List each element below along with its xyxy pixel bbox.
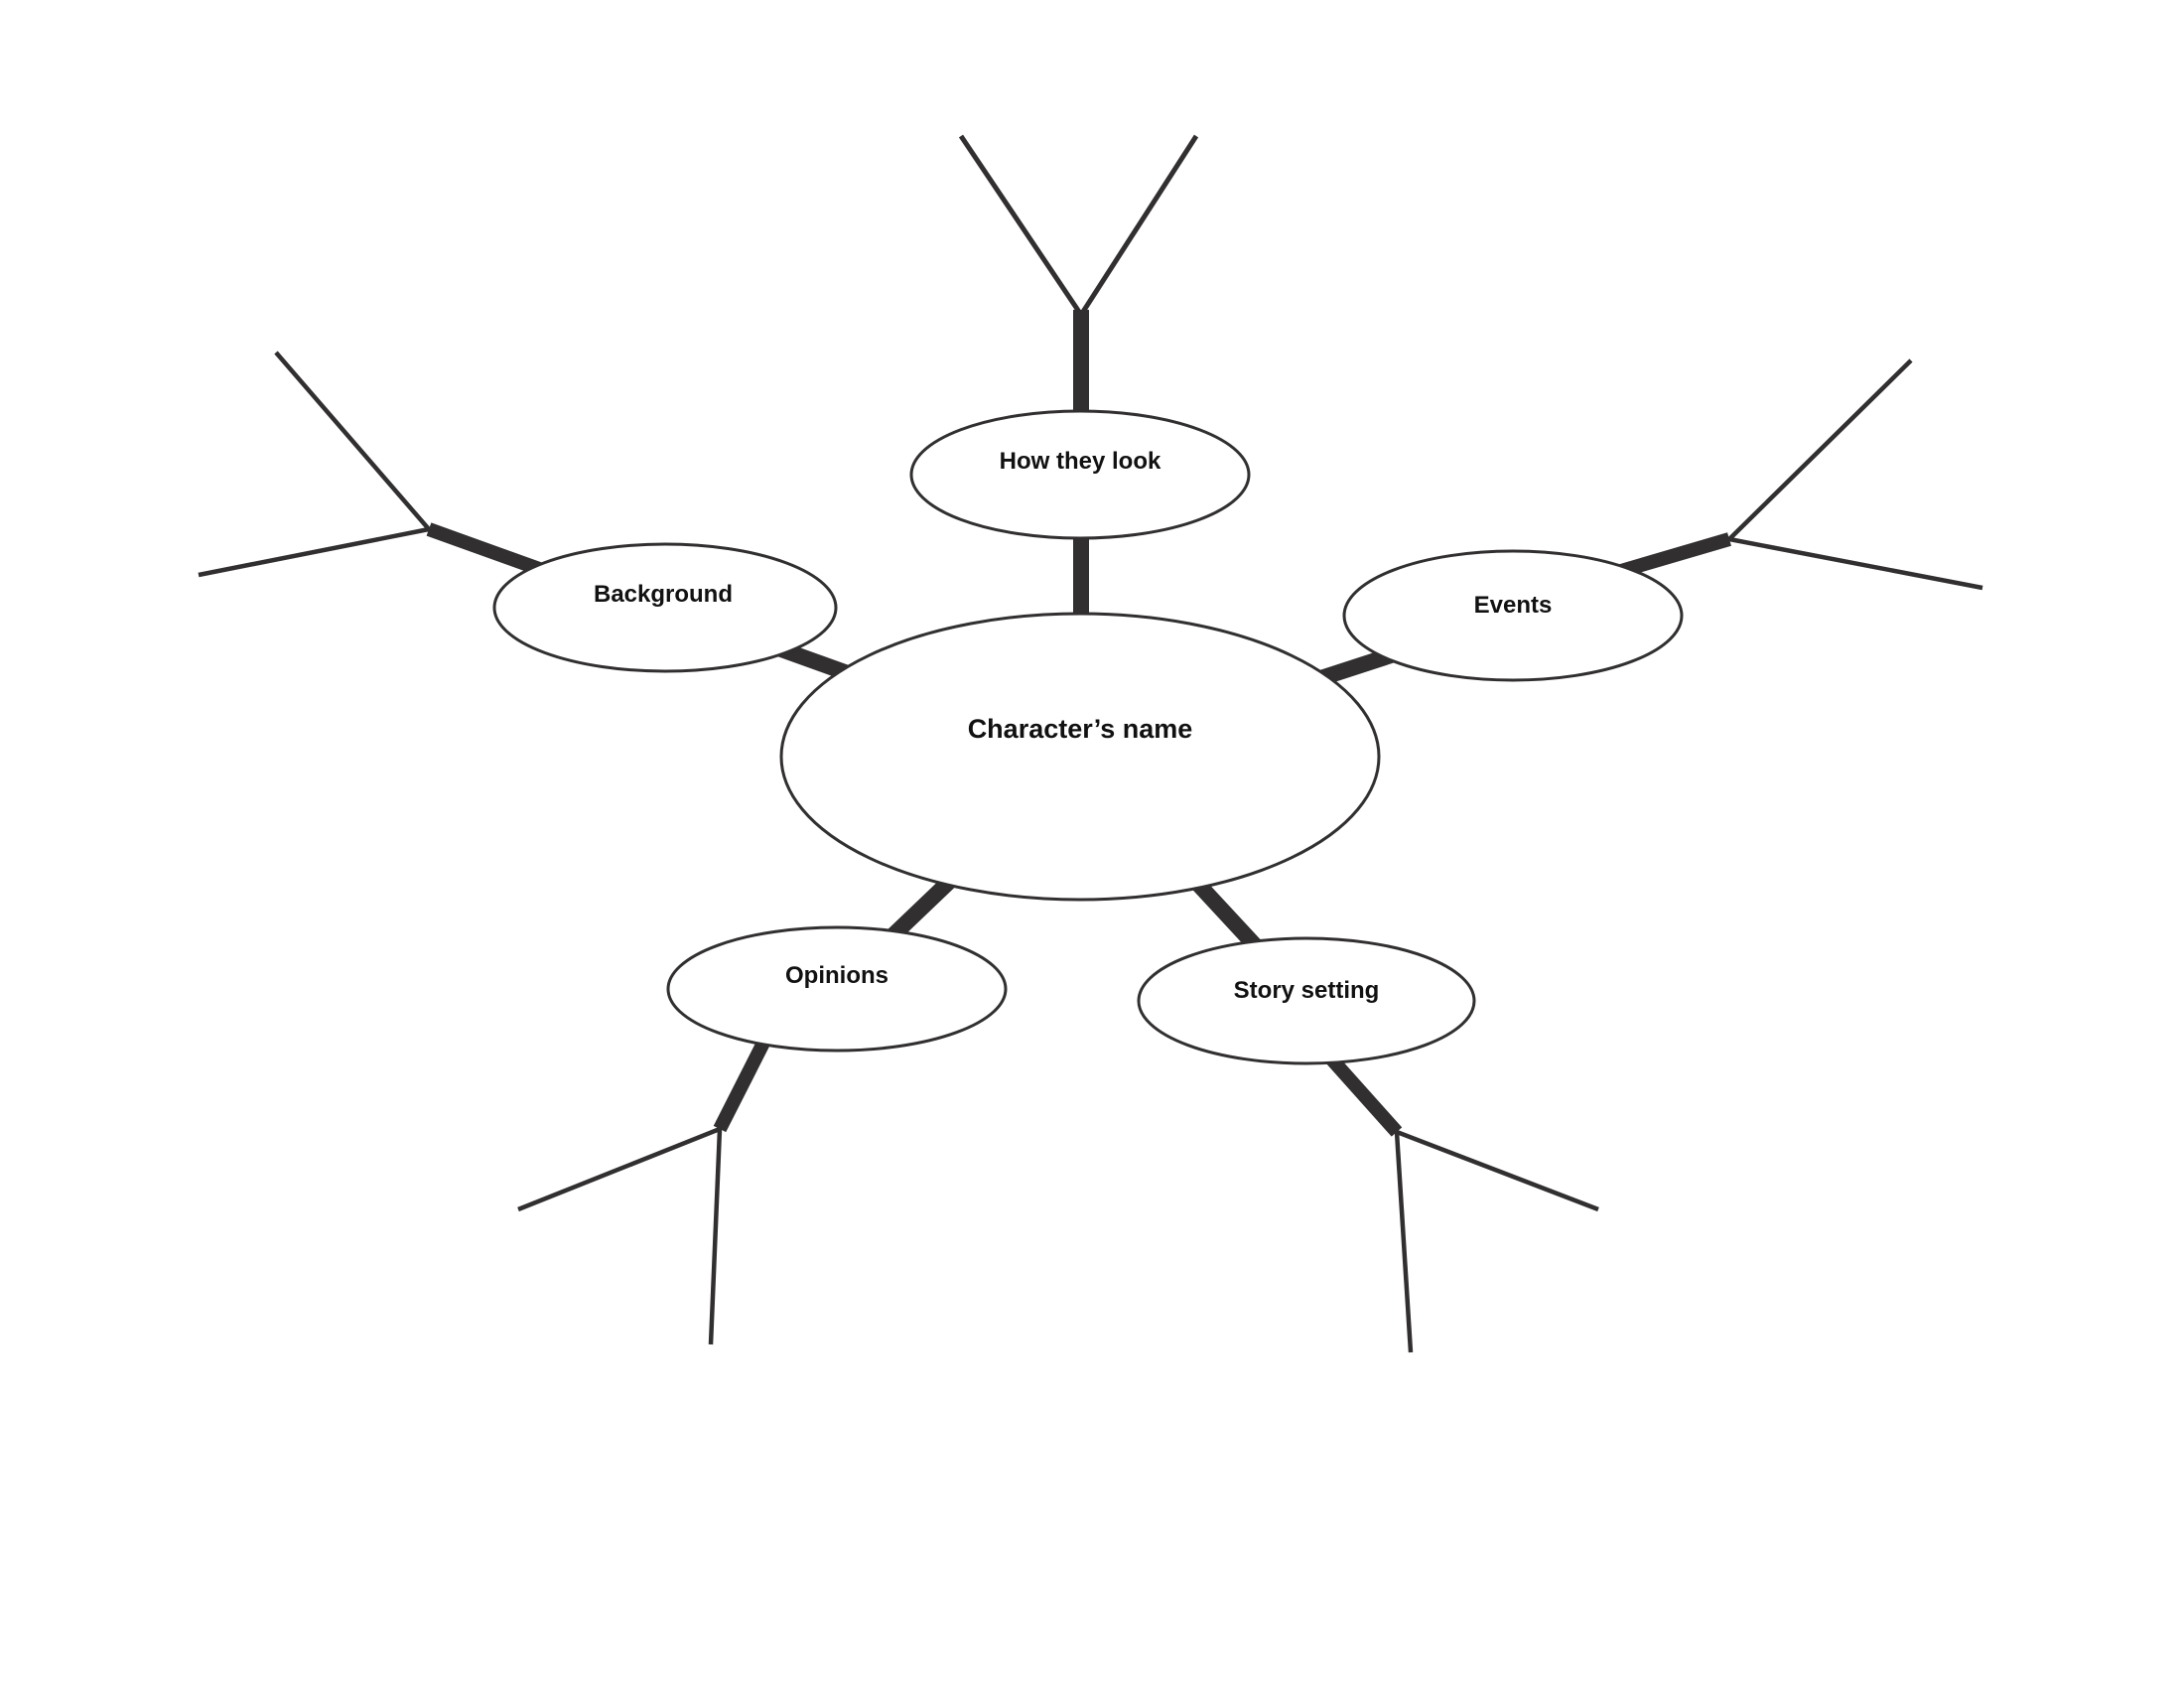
fork-line-events-lower (1728, 536, 1983, 591)
node-background-label: Background (594, 581, 733, 608)
node-story-setting-ellipse[interactable] (1137, 936, 1476, 1065)
fork-line-background-lower (198, 526, 430, 578)
node-story-setting-label: Story setting (1234, 977, 1380, 1004)
node-character-name-label: Character’s name (968, 714, 1193, 744)
fork-line-opinions-down (708, 1128, 723, 1345)
fork-line-story-setting-right (1396, 1129, 1599, 1212)
node-opinions-label: Opinions (785, 962, 888, 989)
node-how-they-look-label: How they look (1000, 448, 1161, 475)
node-opinions-ellipse[interactable] (666, 925, 1008, 1053)
node-background-ellipse[interactable] (492, 542, 838, 673)
node-how-they-look-ellipse[interactable] (909, 409, 1251, 540)
node-events-label: Events (1474, 592, 1553, 619)
fork-line-story-setting-down (1394, 1131, 1414, 1353)
fork-line-events-upper (1727, 358, 1913, 541)
node-character-name-ellipse[interactable] (779, 612, 1381, 902)
fork-line-opinions-left (517, 1126, 721, 1212)
fork-line-background-upper (274, 351, 431, 531)
fork-line-how-they-look-left (958, 134, 1084, 317)
node-events-ellipse[interactable] (1342, 549, 1684, 682)
fork-line-how-they-look-right (1078, 134, 1199, 317)
